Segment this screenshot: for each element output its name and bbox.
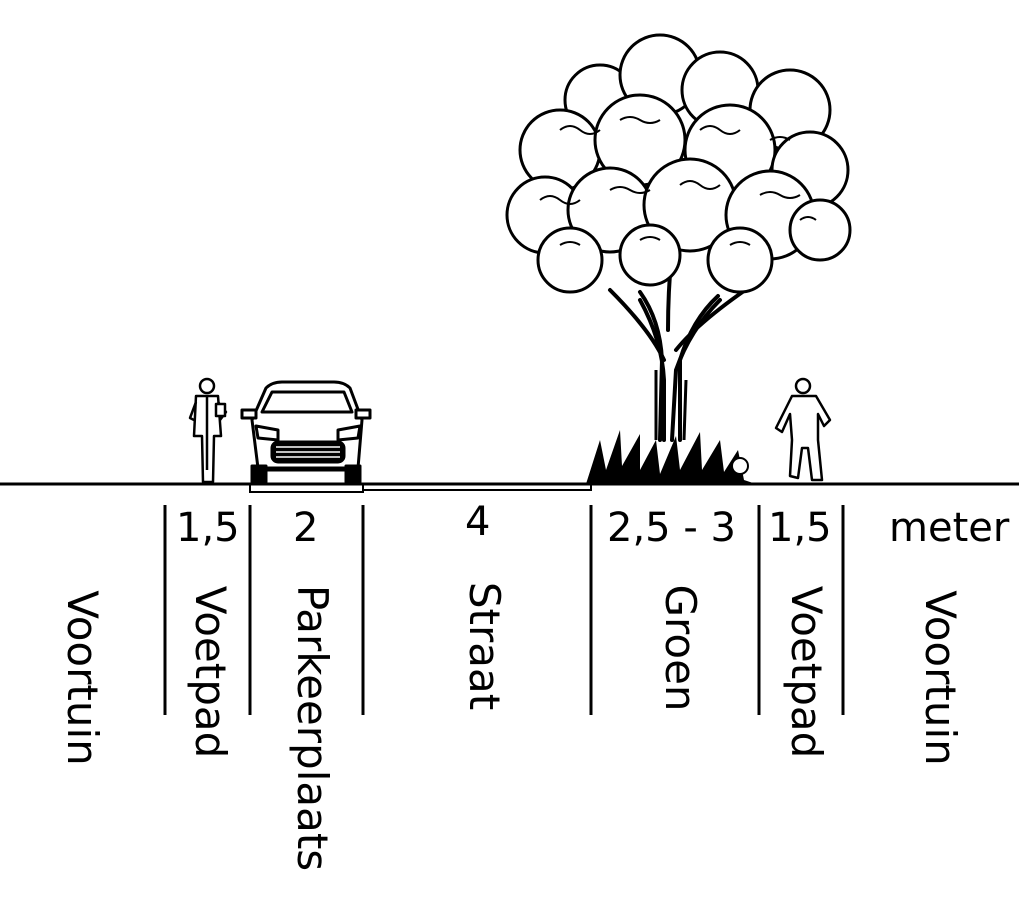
width-parkeerplaats: 2	[293, 505, 319, 551]
tree-icon	[505, 33, 852, 442]
zone-parkeerplaats: Parkeerplaats	[288, 584, 337, 872]
zone-voetpad-right: Voetpad	[782, 585, 831, 759]
width-straat: 4	[465, 499, 491, 545]
street-slab	[362, 483, 592, 491]
zone-voetpad-left: Voetpad	[186, 585, 235, 759]
width-groen: 2,5 - 3	[607, 505, 736, 551]
pedestrian-icon	[188, 377, 228, 484]
zone-straat: Straat	[460, 581, 509, 711]
width-unit: meter	[889, 505, 1010, 551]
zone-voortuin-right: Voortuin	[916, 590, 965, 766]
jogger-icon	[774, 377, 832, 482]
zone-voortuin-left: Voortuin	[58, 590, 107, 766]
zone-groen: Groen	[656, 584, 705, 712]
width-voetpad-right: 1,5	[768, 505, 832, 551]
width-voetpad-left: 1,5	[176, 505, 240, 551]
shrubs-icon	[586, 430, 756, 484]
car-icon	[240, 380, 372, 484]
